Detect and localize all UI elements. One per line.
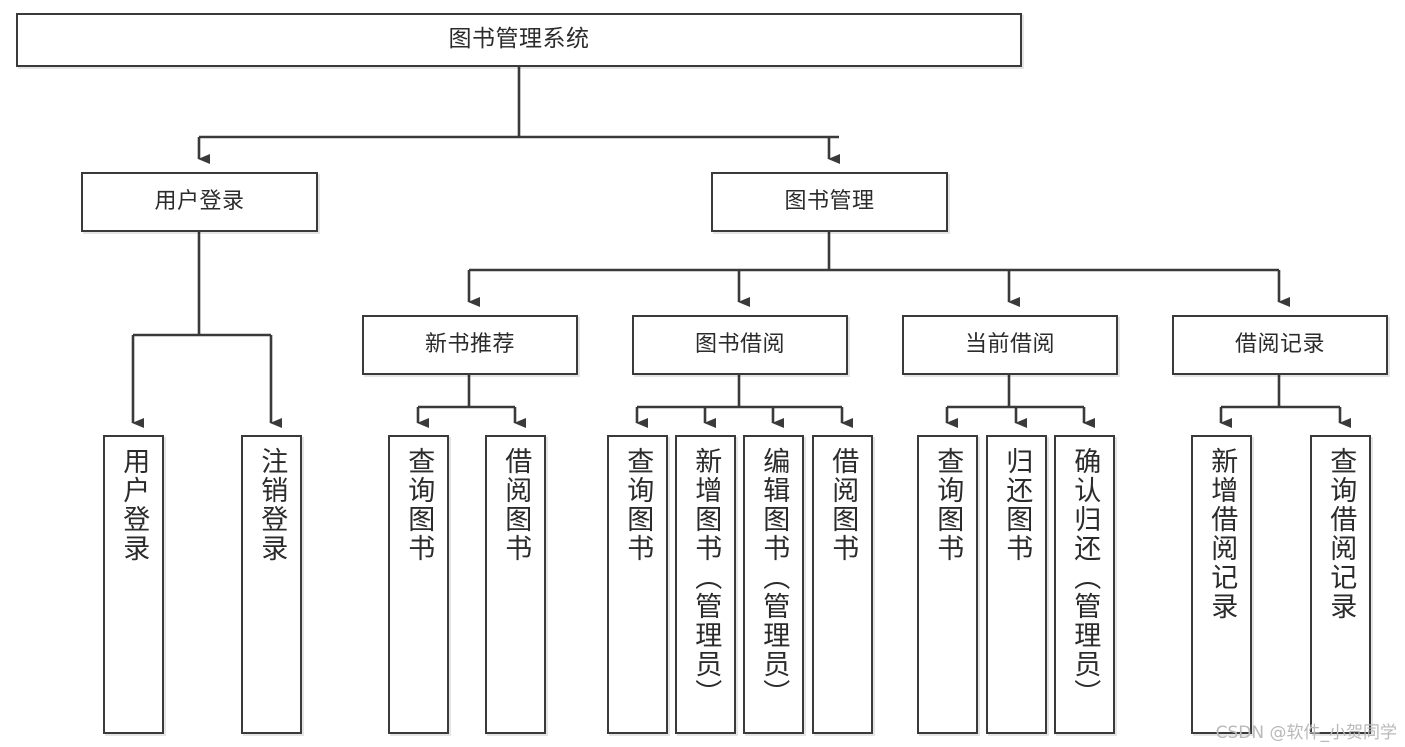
node-label: 借阅记录 <box>1234 331 1325 357</box>
leaf-borrow-record-query-record[interactable]: 查询借阅记录 <box>1310 435 1371 734</box>
node-label: 注销登录 <box>256 447 288 563</box>
node-label: 查询借阅记录 <box>1325 447 1357 621</box>
leaf-book-borrow-edit-book-admin[interactable]: 编辑图书（管理员） <box>743 435 804 734</box>
watermark: CSDN @软件_小贺同学 <box>1215 723 1397 743</box>
node-label: 用户登录 <box>118 447 150 563</box>
leaf-new-book-borrow-book[interactable]: 借阅图书 <box>485 435 546 734</box>
node-label: 确认归还（管理员） <box>1069 447 1101 708</box>
leaf-current-borrow-confirm-return-admin[interactable]: 确认归还（管理员） <box>1054 435 1115 734</box>
node-label: 新增借阅记录 <box>1206 447 1238 621</box>
node-new-book-recommend[interactable]: 新书推荐 <box>362 315 578 375</box>
leaf-book-borrow-query-book[interactable]: 查询图书 <box>607 435 668 734</box>
leaf-current-borrow-query-book[interactable]: 查询图书 <box>917 435 978 734</box>
leaf-current-borrow-return-book[interactable]: 归还图书 <box>986 435 1047 734</box>
leaf-borrow-record-add-record[interactable]: 新增借阅记录 <box>1191 435 1252 734</box>
node-label: 查询图书 <box>622 447 654 563</box>
node-borrow-record[interactable]: 借阅记录 <box>1172 315 1388 375</box>
node-label: 图书管理 <box>784 188 875 214</box>
node-user-login[interactable]: 用户登录 <box>81 172 318 232</box>
node-label: 借阅图书 <box>827 447 859 563</box>
leaf-new-book-query-book[interactable]: 查询图书 <box>388 435 449 734</box>
leaf-user-login-logout[interactable]: 注销登录 <box>241 435 302 734</box>
leaf-book-borrow-add-book-admin[interactable]: 新增图书（管理员） <box>675 435 736 734</box>
node-label: 查询图书 <box>932 447 964 563</box>
leaf-book-borrow-borrow-book[interactable]: 借阅图书 <box>812 435 873 734</box>
node-label: 图书管理系统 <box>448 26 590 53</box>
node-book-borrow[interactable]: 图书借阅 <box>632 315 848 375</box>
node-label: 用户登录 <box>154 188 245 214</box>
node-current-borrow[interactable]: 当前借阅 <box>902 315 1118 375</box>
node-book-management[interactable]: 图书管理 <box>711 172 948 232</box>
node-label: 查询图书 <box>403 447 435 563</box>
node-label: 归还图书 <box>1001 447 1033 563</box>
node-label: 图书借阅 <box>694 331 785 357</box>
node-root-book-management-system[interactable]: 图书管理系统 <box>16 13 1022 67</box>
node-label: 新书推荐 <box>424 331 515 357</box>
node-label: 借阅图书 <box>500 447 532 563</box>
node-label: 新增图书（管理员） <box>690 447 722 708</box>
leaf-user-login-login[interactable]: 用户登录 <box>103 435 164 734</box>
node-label: 当前借阅 <box>964 331 1055 357</box>
node-label: 编辑图书（管理员） <box>758 447 790 708</box>
